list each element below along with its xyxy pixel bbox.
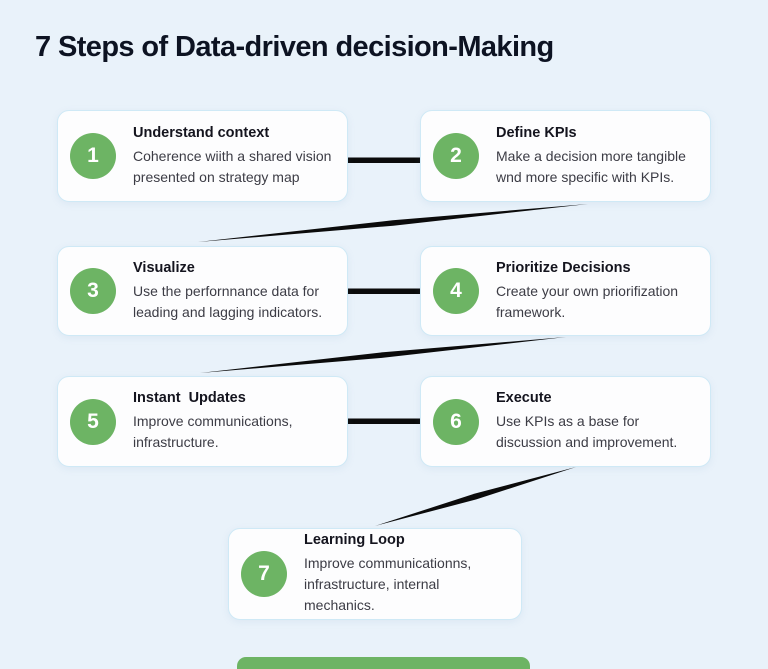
- connector-3-4: [348, 288, 421, 294]
- step-number: 6: [450, 409, 462, 433]
- step-text: Prioritize Decisions Create your own pri…: [496, 260, 698, 323]
- step-card-6: 6 Execute Use KPIs as a base for discuss…: [420, 376, 711, 467]
- step-number-badge: 6: [433, 398, 479, 445]
- step-title: Execute: [496, 390, 552, 406]
- step-title: Visualize: [133, 259, 195, 276]
- step-card-2: 2 Define KPIs Make a decision more tangi…: [420, 110, 711, 202]
- step-title: Understand context: [133, 124, 270, 141]
- connector-5-6: [348, 418, 421, 424]
- step-number-badge: 7: [241, 551, 287, 597]
- page-title: 7 Steps of Data-driven decision-Making: [35, 31, 554, 63]
- step-text: Visualize Use the perfornnance data for …: [133, 260, 335, 323]
- step-number: 2: [450, 144, 462, 167]
- step-number-badge: 3: [70, 268, 116, 314]
- step-description: Coherence wiith a shared vision presente…: [133, 147, 332, 185]
- step-number: 5: [87, 409, 99, 433]
- step-number: 1: [87, 144, 99, 167]
- step-card-3: 3 Visualize Use the perfornnance data fo…: [57, 246, 348, 336]
- step-number-badge: 2: [433, 133, 479, 179]
- step-title: Define KPIs: [496, 124, 577, 141]
- connector-2-3: [198, 204, 588, 242]
- step-card-1: 1 Understand context Coherence wiith a s…: [57, 110, 348, 202]
- step-number: 3: [87, 279, 99, 302]
- step-description: Make a decision more tangible wnd more s…: [496, 147, 686, 185]
- step-card-5: 5 Instant Updates Improve communications…: [57, 376, 348, 467]
- step-number-badge: 5: [70, 398, 116, 445]
- step-title: Prioritize Decisions: [496, 259, 631, 276]
- step-text: Understand context Coherence wiith a sha…: [133, 125, 335, 188]
- connector-6-7: [375, 467, 576, 526]
- step-number-badge: 4: [433, 268, 479, 314]
- step-description: Use KPIs as a base for discussion and im…: [496, 413, 678, 450]
- step-number: 4: [450, 279, 462, 302]
- step-text: Learning Loop Improve communicationns, i…: [304, 532, 509, 616]
- step-title: Instant Updates: [133, 390, 246, 406]
- step-text: Execute Use KPIs as a base for discussio…: [496, 390, 698, 453]
- step-text: Define KPIs Make a decision more tangibl…: [496, 125, 698, 188]
- footer-bar: [237, 657, 530, 669]
- step-description: Use the perfornnance data for leading an…: [133, 282, 323, 320]
- step-title: Learning Loop: [304, 532, 405, 548]
- step-card-4: 4 Prioritize Decisions Create your own p…: [420, 246, 711, 336]
- step-description: Improve communicationns, infrastructure,…: [304, 555, 472, 613]
- connector-4-5: [200, 337, 566, 373]
- step-description: Create your own priorifization framework…: [496, 282, 679, 320]
- step-description: Improve communications, infrastructure.: [133, 413, 293, 450]
- step-card-7: 7 Learning Loop Improve communicationns,…: [228, 528, 522, 620]
- step-number: 7: [258, 562, 270, 585]
- connector-1-2: [348, 157, 421, 163]
- step-number-badge: 1: [70, 133, 116, 179]
- step-text: Instant Updates Improve communications, …: [133, 390, 335, 453]
